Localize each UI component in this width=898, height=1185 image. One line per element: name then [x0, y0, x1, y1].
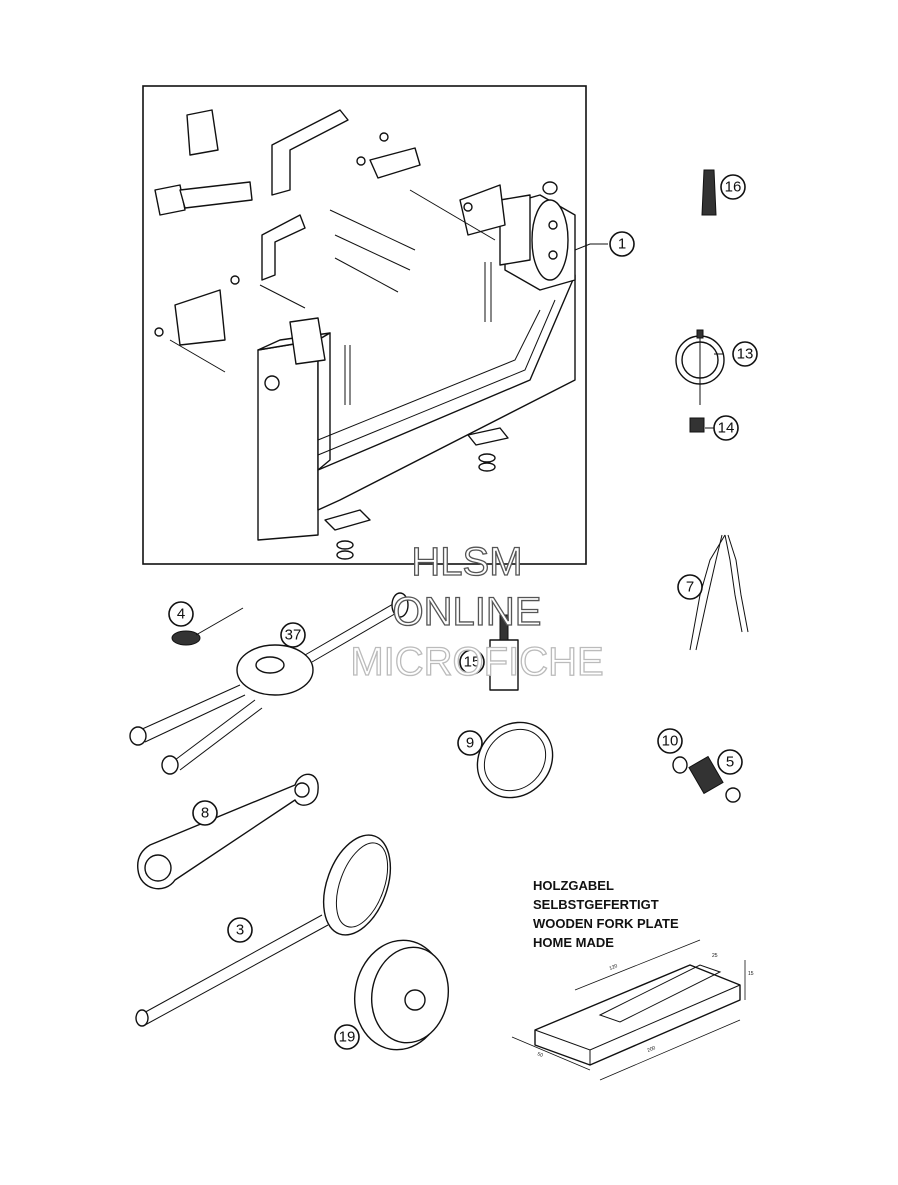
part-8-wrench [137, 773, 319, 890]
callout-13: 13 [732, 341, 758, 367]
callout-37: 37 [280, 622, 306, 648]
watermark: HLSM ONLINE MICROFICHE [350, 539, 605, 684]
part-4-tool [171, 607, 244, 646]
dim-depth: 15 [748, 971, 754, 977]
part-7-circlip-pliers [689, 534, 749, 651]
engine-stand-frame-box [142, 85, 587, 565]
callout-9: 9 [457, 730, 483, 756]
svg-text:7: 7 [686, 579, 694, 596]
svg-text:5: 5 [726, 754, 734, 771]
svg-text:1: 1 [618, 236, 626, 253]
part-5-puller [688, 755, 741, 803]
svg-text:15: 15 [464, 654, 481, 671]
callout-19: 19 [334, 1024, 360, 1050]
part-16-screw [701, 169, 717, 216]
dim-length: 200 [647, 1045, 657, 1054]
stand-brackets [154, 109, 496, 373]
svg-text:3: 3 [236, 922, 244, 939]
fork-plate-note: HOLZGABEL SELBSTGEFERTIGT WOODEN FORK PL… [533, 878, 679, 950]
svg-text:16: 16 [725, 179, 742, 196]
part-10-sleeve [672, 756, 688, 774]
svg-text:10: 10 [662, 733, 679, 750]
callout-1: 1 [609, 231, 635, 257]
svg-text:9: 9 [466, 735, 474, 752]
svg-text:13: 13 [737, 346, 754, 363]
part-13-dial-gauge [675, 329, 725, 405]
part-15-bottle [489, 614, 519, 691]
svg-text:14: 14 [718, 420, 735, 437]
callout-8: 8 [192, 800, 218, 826]
note-line-3: WOODEN FORK PLATE [533, 916, 679, 931]
svg-text:37: 37 [285, 627, 302, 644]
callout-14: 14 [713, 415, 739, 441]
engine-stand [257, 181, 576, 560]
part-19-flywheel-puller [353, 939, 450, 1051]
callout-3: 3 [227, 917, 253, 943]
svg-text:19: 19 [339, 1029, 356, 1046]
dim-width: 50 [536, 1051, 544, 1059]
part-3-holding-tool [135, 834, 392, 1027]
watermark-line-2: ONLINE [393, 590, 542, 634]
dim-slot: 120 [609, 963, 619, 972]
callout-15: 15 [459, 649, 485, 675]
callout-10: 10 [657, 728, 683, 754]
watermark-line-1: HLSM [411, 540, 522, 584]
svg-text:8: 8 [201, 805, 209, 822]
watermark-line-3: MICROFICHE [350, 640, 603, 684]
part-14-adapter [689, 417, 705, 433]
callout-16: 16 [720, 174, 746, 200]
callout-4: 4 [168, 601, 194, 627]
wooden-fork-plate-drawing: 200 120 50 25 15 [511, 939, 754, 1081]
svg-text:4: 4 [177, 606, 185, 623]
callout-5: 5 [717, 749, 743, 775]
note-line-2: SELBSTGEFERTIGT [533, 897, 659, 912]
callout-7: 7 [677, 574, 703, 600]
part-9-degree-disc [476, 721, 554, 799]
note-line-1: HOLZGABEL [533, 878, 614, 893]
note-line-4: HOME MADE [533, 935, 614, 950]
dim-height: 25 [712, 953, 718, 959]
part-37-clamp [129, 592, 409, 775]
